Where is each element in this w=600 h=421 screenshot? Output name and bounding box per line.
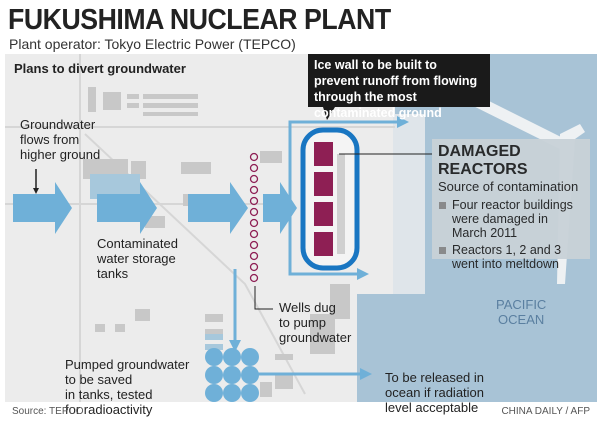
groundwater-label: Groundwater flows from higher ground xyxy=(20,117,100,162)
credit: CHINA DAILY / AFP xyxy=(501,406,590,417)
release-label: To be released in ocean if radiation lev… xyxy=(385,370,484,415)
label-line: Wells dug xyxy=(279,300,336,315)
reactor-buildings xyxy=(314,142,333,256)
ocean-label: PACIFIC OCEAN xyxy=(496,297,546,327)
wells-leader xyxy=(254,286,273,310)
panel-bullet: Reactors 1, 2 and 3 went into meltdown xyxy=(438,243,584,271)
label-line: Pumped groundwater xyxy=(65,357,190,372)
label-line: to be saved xyxy=(65,372,133,387)
label-line: flows from xyxy=(20,132,80,147)
panel-bullet: Four reactor buildings were damaged in M… xyxy=(438,198,584,240)
wells xyxy=(249,152,259,283)
label-line: in tanks, tested xyxy=(65,387,153,402)
label-line: To be released in xyxy=(385,370,485,385)
label-line: tanks xyxy=(97,266,129,281)
flow-lines xyxy=(233,120,397,376)
subtitle: Plant operator: Tokyo Electric Power (TE… xyxy=(9,36,296,52)
label-line: for radioactivity xyxy=(65,402,153,417)
wells-label: Wells dug to pump groundwater xyxy=(279,300,351,345)
page-title: FUKUSHIMA NUCLEAR PLANT xyxy=(8,4,391,36)
pumped-tanks xyxy=(205,348,259,402)
pumped-groundwater-label: Pumped groundwater to be saved in tanks,… xyxy=(65,357,189,417)
label-line: to pump xyxy=(279,315,326,330)
ice-wall-callout: Ice wall to be built to prevent runoff f… xyxy=(308,54,490,120)
flow-arrowheads xyxy=(229,116,409,380)
label-line: higher ground xyxy=(20,147,101,162)
label-line: water storage xyxy=(97,251,176,266)
panel-heading: DAMAGED REACTORS xyxy=(438,143,528,178)
groundwater-arrows xyxy=(13,182,297,234)
panel-subheading: Source of contamination xyxy=(438,179,579,194)
label-line: groundwater xyxy=(279,330,352,345)
pier xyxy=(393,114,425,294)
storage-tanks-label: Contaminated water storage tanks xyxy=(97,236,178,281)
damaged-reactors-panel: DAMAGED REACTORS Source of contamination… xyxy=(432,139,590,271)
section-label: Plans to divert groundwater xyxy=(14,61,186,76)
label-line: Contaminated xyxy=(97,236,178,251)
label-line: ocean if radiation xyxy=(385,385,485,400)
label-line: OCEAN xyxy=(498,312,545,327)
source-note: Source: TEPCO xyxy=(12,406,84,417)
callout-tail xyxy=(323,107,335,120)
label-line: PACIFIC xyxy=(496,297,547,312)
label-line: level acceptable xyxy=(385,400,479,415)
label-line: Groundwater xyxy=(20,117,96,132)
